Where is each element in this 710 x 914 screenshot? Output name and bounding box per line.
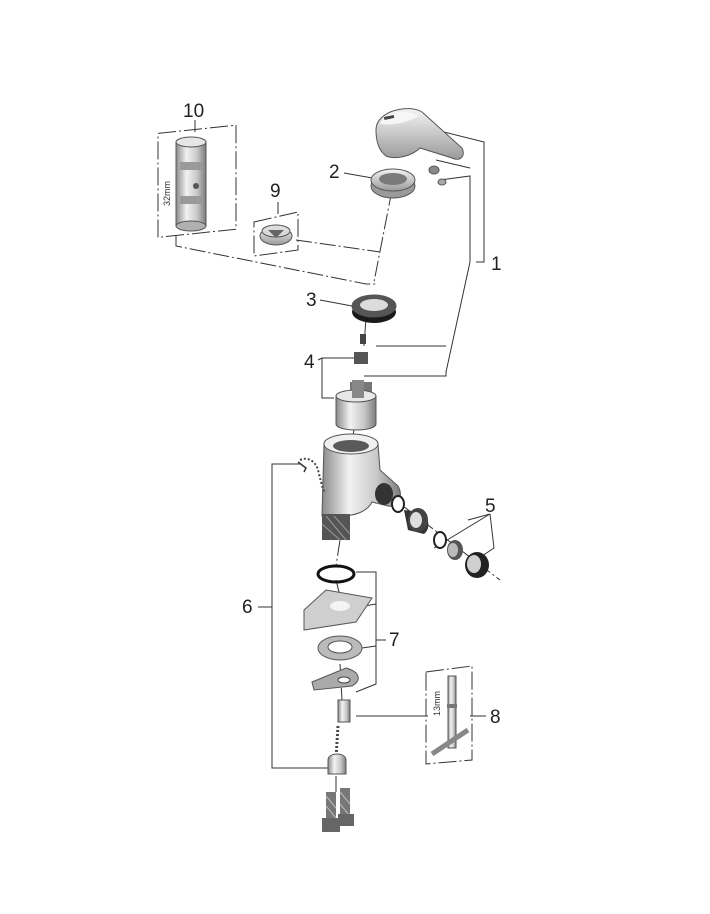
- callout-5: 5: [485, 496, 496, 517]
- part-10-wrench-32mm: [157, 124, 237, 238]
- part-6-rod-weight: [327, 725, 347, 775]
- callout-1: 1: [491, 254, 502, 275]
- callout-labels: 1 2 3 4 5 6 7 8 9 10: [183, 101, 502, 728]
- supply-hoses: [322, 788, 354, 832]
- callout-6: 6: [242, 597, 253, 618]
- part-3-ring: [351, 294, 397, 323]
- dimension-labels: 32mm 13mm: [162, 181, 442, 716]
- dimension-13mm: 13mm: [432, 691, 442, 716]
- part-5-aerator: [391, 495, 489, 578]
- part-7-mounting-kit: [303, 564, 373, 723]
- part-9-nut: [253, 211, 299, 257]
- part-2-cap-ring: [370, 168, 416, 199]
- part-4-cartridge: [335, 334, 377, 431]
- callout-3: 3: [306, 290, 317, 311]
- callout-4: 4: [304, 352, 315, 373]
- dimension-32mm: 32mm: [162, 181, 172, 206]
- callout-7: 7: [389, 630, 400, 651]
- faucet-body: [297, 433, 401, 541]
- callout-9: 9: [270, 181, 281, 202]
- callout-10: 10: [183, 101, 204, 122]
- part-1-handle-lever: [375, 108, 464, 186]
- callout-2: 2: [329, 162, 340, 183]
- part-8-wrench-13mm: [425, 665, 473, 765]
- callout-8: 8: [490, 707, 501, 728]
